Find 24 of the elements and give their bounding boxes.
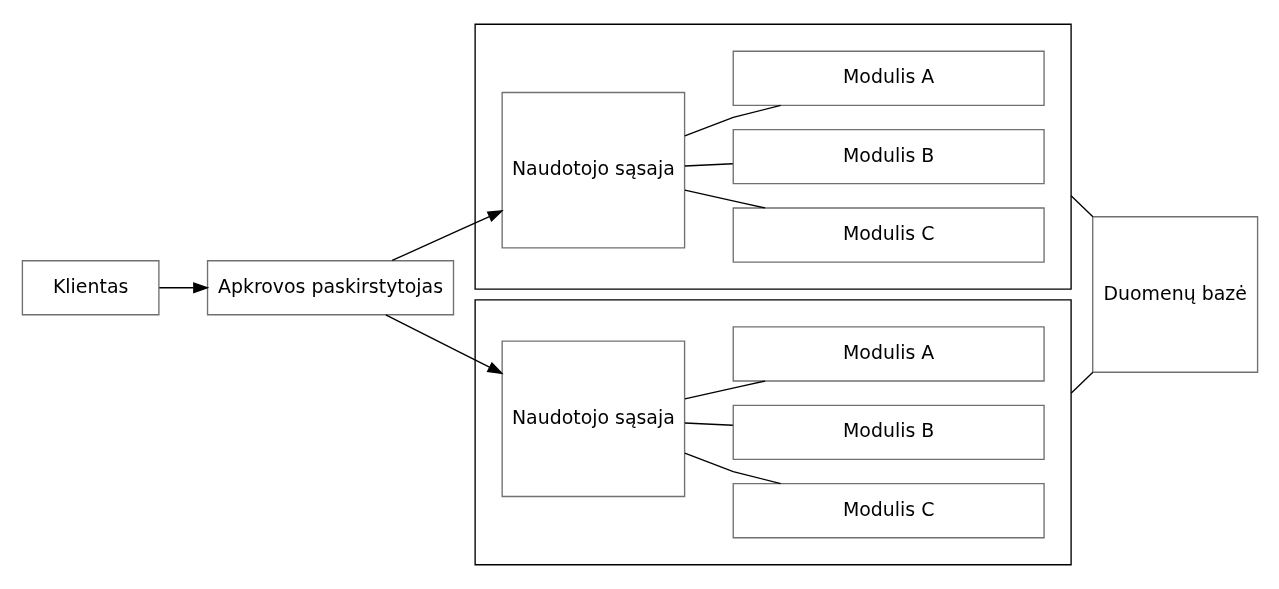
connector <box>1069 195 1094 218</box>
arrow <box>391 210 504 262</box>
arrow <box>384 314 504 375</box>
cluster <box>473 23 1072 290</box>
arrow <box>158 282 209 294</box>
connector <box>1069 371 1094 394</box>
node-box: Modulis A <box>732 326 1045 382</box>
connector <box>683 422 733 426</box>
node-box: Modulis C <box>732 483 1045 539</box>
node-box: Klientas <box>21 260 160 316</box>
node-box: Modulis C <box>732 207 1045 263</box>
connector <box>683 189 766 209</box>
node-box: Modulis B <box>732 128 1045 185</box>
connector <box>683 380 766 400</box>
node-box: Apkrovos paskirstytojas <box>206 260 454 316</box>
cluster <box>473 299 1072 566</box>
node-box: Naudotojo sąsaja <box>501 340 685 498</box>
node-box: Modulis A <box>732 50 1045 106</box>
connector <box>683 104 781 137</box>
connector <box>683 452 781 485</box>
node-box: Modulis B <box>732 404 1045 461</box>
node-box: Naudotojo sąsaja <box>501 91 685 249</box>
node-box: Duomenų bazė <box>1091 216 1258 373</box>
connector <box>683 163 733 167</box>
